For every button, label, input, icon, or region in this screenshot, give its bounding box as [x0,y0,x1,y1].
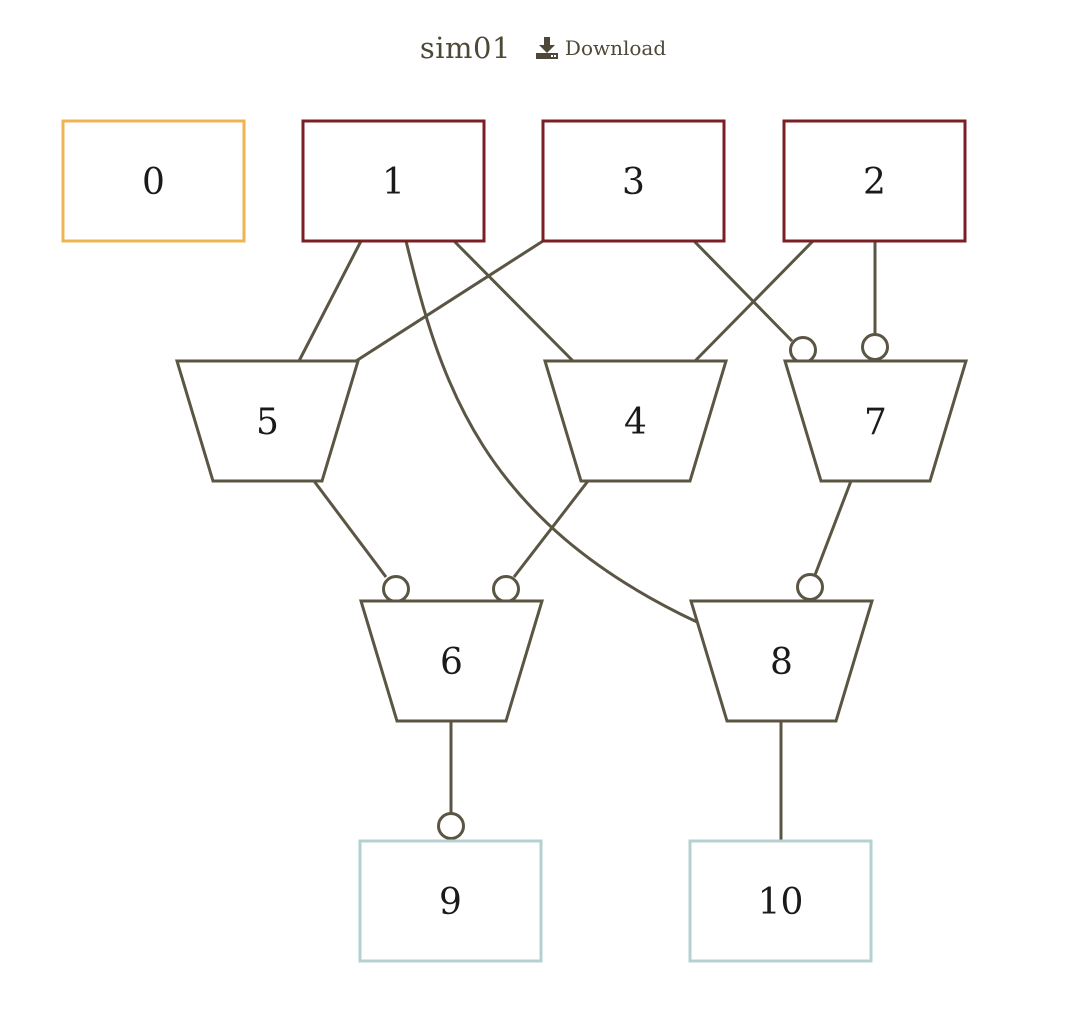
edge-4-6 [512,480,590,578]
node-box-3 [541,119,726,243]
edges [297,239,889,841]
node-8[interactable]: 8 [688,599,875,723]
node-box-1 [301,119,486,243]
nodes: 0 1 3 2 5 4 7 6 8 9 10 [61,119,969,963]
node-gate-5 [174,359,361,483]
download-button[interactable]: Download [535,36,666,60]
inverter-bubble-5-6 [382,575,410,603]
node-box-10 [688,839,873,963]
node-10[interactable]: 10 [688,839,873,963]
edge-7-8 [813,480,853,576]
node-label-1: 1 [382,162,405,203]
node-gate-4 [542,359,729,483]
page-title: sim01 [419,31,511,65]
download-icon [535,36,559,60]
node-3[interactable]: 3 [541,119,726,243]
node-label-0: 0 [142,162,165,203]
edge-1-5 [297,240,363,362]
node-gate-7 [782,359,969,483]
download-label: Download [564,36,667,60]
inverter-bubble-7-8 [796,573,824,601]
node-label-7: 7 [864,402,887,443]
edge-5-6 [312,480,388,578]
node-label-3: 3 [622,162,645,203]
inverter-bubble-4-6 [492,575,520,603]
node-label-8: 8 [770,642,793,683]
node-5[interactable]: 5 [174,359,361,483]
node-4[interactable]: 4 [542,359,729,483]
inverter-bubble-6-9 [437,812,465,840]
node-label-2: 2 [863,162,886,203]
edge-1-4 [452,239,575,363]
inverter-bubble-2-7 [861,333,889,361]
node-6[interactable]: 6 [358,599,545,723]
node-label-6: 6 [440,642,463,683]
header: sim01 Download [0,26,1086,70]
node-label-9: 9 [439,882,462,923]
node-box-9 [358,839,543,963]
node-7[interactable]: 7 [782,359,969,483]
inverter-bubble-3-7 [789,336,817,364]
node-1[interactable]: 1 [301,119,486,243]
node-0[interactable]: 0 [61,119,246,243]
edge-3-5 [355,239,544,363]
node-2[interactable]: 2 [782,119,967,243]
node-box-0 [61,119,246,243]
node-label-5: 5 [256,402,279,443]
edge-1-8 [404,240,698,624]
node-gate-8 [688,599,875,723]
node-label-4: 4 [624,402,647,443]
edge-3-7 [692,239,794,343]
node-9[interactable]: 9 [358,839,543,963]
node-box-2 [782,119,967,243]
node-gate-6 [358,599,545,723]
node-label-10: 10 [758,882,804,923]
